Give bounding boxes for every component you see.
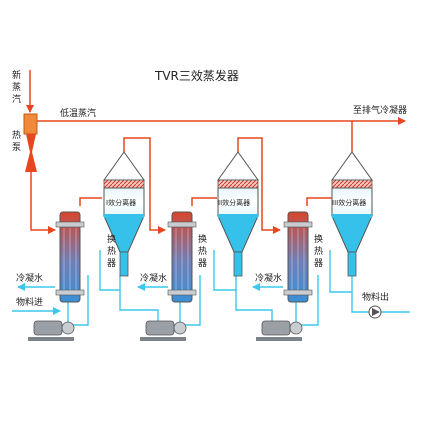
label-heat-pump-2: 泵 bbox=[12, 142, 21, 153]
label-hx2-1: 换 bbox=[198, 233, 207, 245]
steam-lines bbox=[26, 70, 406, 234]
label-condensate-1: 冷凝水 bbox=[16, 272, 43, 284]
label-hx3-2: 热 bbox=[314, 245, 323, 257]
separator-3 bbox=[331, 151, 373, 277]
label-hx2-2: 热 bbox=[198, 245, 207, 257]
label-separator-3: III效分离器 bbox=[332, 198, 366, 207]
label-feed-in: 物料进 bbox=[16, 296, 43, 308]
separator-1 bbox=[103, 151, 145, 277]
label-separator-1: I效分离器 bbox=[106, 198, 136, 207]
label-product-out: 物料出 bbox=[362, 291, 389, 303]
label-hx3-1: 换 bbox=[314, 233, 323, 245]
label-condensate-3: 冷凝水 bbox=[255, 272, 282, 284]
label-condensate-2: 冷凝水 bbox=[140, 272, 167, 284]
page-title: TVR三效蒸发器 bbox=[154, 68, 239, 83]
product-pump-icon bbox=[368, 305, 382, 319]
label-hx2-3: 器 bbox=[198, 258, 207, 269]
heat-exchanger-2 bbox=[167, 211, 197, 303]
heat-exchanger-3 bbox=[283, 211, 313, 303]
pump-1 bbox=[28, 320, 75, 341]
label-hx1-1: 换 bbox=[107, 233, 116, 245]
heat-exchanger-1 bbox=[55, 211, 85, 303]
label-to-exhaust-condenser: 至排气冷凝器 bbox=[353, 104, 407, 116]
label-low-temp-steam: 低温蒸汽 bbox=[60, 107, 96, 119]
pump-2 bbox=[140, 320, 187, 341]
label-separator-2: II效分离器 bbox=[218, 198, 250, 207]
separator-2 bbox=[217, 151, 259, 277]
label-new-steam-3: 汽 bbox=[12, 93, 21, 105]
label-new-steam-2: 蒸 bbox=[12, 81, 21, 93]
label-hx1-3: 器 bbox=[107, 258, 116, 269]
pump-3 bbox=[256, 320, 303, 341]
label-new-steam-1: 新 bbox=[12, 69, 21, 81]
label-hx3-3: 器 bbox=[314, 258, 323, 269]
label-hx1-2: 热 bbox=[107, 245, 116, 257]
heat-pump bbox=[23, 113, 38, 172]
label-heat-pump-1: 热 bbox=[12, 129, 21, 141]
